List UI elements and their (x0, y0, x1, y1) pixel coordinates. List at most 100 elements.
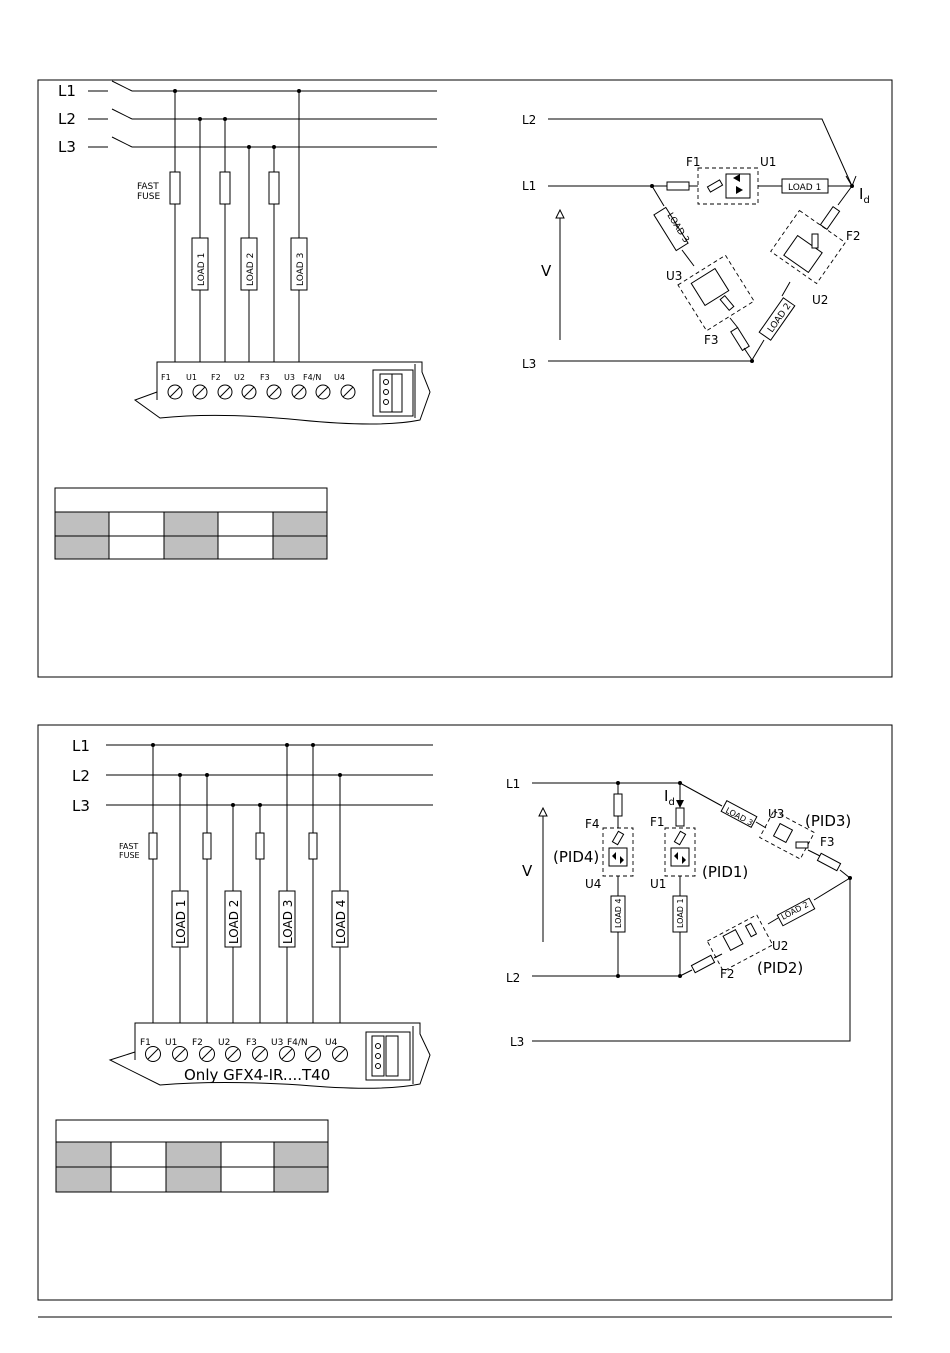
s2-l1-label: L1 (72, 737, 90, 755)
s1-load-3 (290, 237, 308, 291)
s2-table-cell (55, 1166, 112, 1193)
s1r-voltage-label: V (541, 262, 552, 280)
s1r-u3-module (677, 254, 755, 332)
s1-load-1-label: LOAD 1 (197, 253, 207, 286)
s2r-l3-wire (532, 878, 851, 1042)
s2-fuse-f4 (308, 832, 318, 860)
s2r-f3-label: F3 (820, 835, 835, 849)
s1-load-3-label: LOAD 3 (296, 253, 306, 286)
s2r-u3-label: U3 (768, 807, 784, 821)
s1-l1-label: L1 (58, 82, 76, 100)
s1-table-cell (108, 535, 165, 560)
s2-fuse-label: FUSE (119, 851, 140, 860)
s2-l3-label: L3 (72, 797, 90, 815)
s2-table-cell (110, 1166, 167, 1193)
s2-load-1-label: LOAD 1 (174, 900, 188, 944)
s1-l3-label: L3 (58, 138, 76, 156)
s1-term-u2: U2 (234, 373, 245, 382)
s1-table-cell (54, 511, 110, 537)
section1-frame (37, 79, 893, 678)
s2-term-f4n: F4/N (287, 1038, 308, 1048)
s2-table-cell (273, 1166, 329, 1193)
s2r-pid2-label: (PID2) (757, 959, 803, 977)
s2-table-cell (55, 1141, 112, 1168)
s1-fuse-f3 (268, 171, 280, 205)
s2-table-cell (165, 1141, 222, 1168)
s1-term-u4: U4 (334, 373, 345, 382)
s2-load-4 (331, 890, 349, 948)
s2r-f4-label: F4 (585, 817, 600, 831)
s2r-f1-label: F1 (650, 815, 665, 829)
s2-table-cell (220, 1141, 275, 1168)
s2r-l3-label: L3 (510, 1035, 524, 1049)
s2r-f2-label: F2 (720, 967, 735, 981)
s1-l1-switch (111, 80, 133, 92)
s1-table-cell (54, 535, 110, 560)
s2-zone-diagram: L1 L2 L3 V LOAD 4 Id (506, 777, 852, 1049)
s1-terminal-block (133, 361, 431, 425)
s2r-u1-label: U1 (650, 877, 666, 891)
s1-table-cell (163, 535, 219, 560)
s1-table-cell (217, 511, 274, 537)
s1-term-f1: F1 (161, 373, 171, 382)
s1-load-2-label: LOAD 2 (246, 253, 256, 286)
s1-l2-label: L2 (58, 110, 76, 128)
s2-l2-label: L2 (72, 767, 90, 785)
s1-fuse-f2 (219, 171, 231, 205)
s1-table-cell (272, 535, 328, 560)
s1r-u2-module (770, 209, 846, 285)
s1-supply-diagram: L1 L2 L3 FAST FUSE LOAD 1 (58, 80, 437, 425)
s1-term-f3: F3 (260, 373, 270, 382)
s1r-l1-label: L1 (522, 179, 536, 193)
s2-table-cell (273, 1141, 329, 1168)
s1r-f1-label: F1 (686, 155, 701, 169)
s2r-l1-label: L1 (506, 777, 520, 791)
s1r-u1-label: U1 (760, 155, 776, 169)
s1-term-u1: U1 (186, 373, 197, 382)
s2r-load-1-label: LOAD 1 (676, 898, 685, 928)
s1r-l3-label: L3 (522, 357, 536, 371)
s2-terminal-screws (145, 1046, 348, 1062)
s2r-pid1-label: (PID1) (702, 863, 748, 881)
s1-term-f4n: F4/N (303, 373, 321, 382)
s1-table (54, 487, 328, 560)
s2-term-u2: U2 (218, 1038, 230, 1048)
s2r-current-label: Id (664, 787, 675, 808)
s2r-u2-label: U2 (772, 939, 788, 953)
s1r-u3-label: U3 (666, 269, 682, 283)
s2-fuse-f2 (202, 832, 212, 860)
s1-fast-label: FAST (137, 182, 159, 192)
s2r-u4-label: U4 (585, 877, 601, 891)
s2-load-3 (278, 890, 296, 948)
s2r-pid4-label: (PID4) (553, 848, 599, 866)
s2r-u2-module (706, 914, 774, 972)
s1r-current-label: Id (859, 185, 870, 206)
s1r-load-2 (758, 297, 796, 341)
s2-term-u3: U3 (271, 1038, 283, 1048)
s2-model-note: Only GFX4-IR....T40 (184, 1066, 330, 1084)
s1r-load-1-label: LOAD 1 (788, 183, 821, 193)
s2-term-f2: F2 (192, 1038, 203, 1048)
s1-term-u3: U3 (284, 373, 295, 382)
s1r-f2-label: F2 (846, 229, 861, 243)
s1-term-f2: F2 (211, 373, 221, 382)
s2-load-4-label: LOAD 4 (334, 900, 348, 944)
s2-term-f1: F1 (140, 1038, 151, 1048)
s1-fuse-label: FUSE (137, 192, 160, 202)
s1-l3-switch (111, 136, 133, 148)
s2-table-cell (165, 1166, 222, 1193)
s2-term-u1: U1 (165, 1038, 177, 1048)
s1-delta-diagram: L2 L1 L3 LOAD 1 Id LOAD 2 (522, 113, 870, 371)
s2r-voltage-label: V (522, 862, 533, 880)
s1r-load-3 (653, 206, 689, 252)
s1r-fuse-f1 (666, 181, 690, 191)
s1-load-2 (240, 237, 258, 291)
s1r-u2-label: U2 (812, 293, 828, 307)
s2r-load-3 (720, 800, 758, 828)
s1-table-cell (108, 511, 165, 537)
s2r-fuse-f3 (816, 852, 842, 872)
s2-supply-diagram: L1 L2 L3 FAST FUSE LOAD 1 LOAD 2 LOAD (72, 737, 433, 1089)
s1-l2-switch (111, 108, 133, 120)
s2-load-3-label: LOAD 3 (281, 900, 295, 944)
